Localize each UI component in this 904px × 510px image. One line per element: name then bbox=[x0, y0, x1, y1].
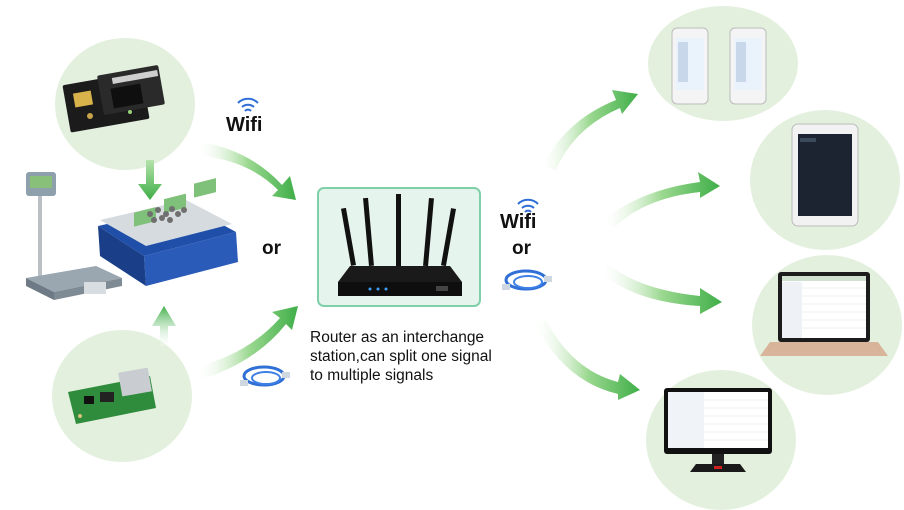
arrow-router-to-laptop bbox=[602, 264, 722, 314]
wifi-icon bbox=[517, 198, 539, 213]
arrow-router-to-phones bbox=[542, 90, 638, 170]
pcb-module-image bbox=[62, 65, 165, 133]
diagram-canvas bbox=[26, 27, 888, 472]
arrow-module-to-scale bbox=[152, 306, 176, 346]
phones-image bbox=[671, 27, 767, 105]
arrow-pcb-to-router bbox=[200, 142, 296, 200]
ethernet-cable-icon bbox=[502, 269, 552, 291]
ethernet-cable-icon bbox=[240, 365, 290, 387]
wifi-label-left: Wifi bbox=[226, 114, 263, 136]
monitor-image bbox=[664, 388, 772, 472]
wifi-icon bbox=[237, 97, 259, 112]
caption-line-2: station,can split one signal bbox=[310, 348, 492, 365]
caption-line-3: to multiple signals bbox=[310, 367, 434, 384]
tablet-image bbox=[791, 123, 859, 227]
arrow-module-to-router bbox=[200, 306, 298, 380]
wired-module-image bbox=[68, 367, 156, 424]
or-label-right: or bbox=[512, 238, 531, 259]
wifi-label-right: Wifi bbox=[500, 211, 537, 233]
caption-line-1: Router as an interchange bbox=[310, 329, 485, 346]
or-label-left: or bbox=[262, 238, 281, 259]
arrow-router-to-tablet bbox=[604, 172, 720, 228]
arrow-router-to-monitor bbox=[536, 320, 640, 400]
laptop-image bbox=[760, 272, 888, 356]
arrow-pcb-to-scale bbox=[138, 160, 162, 200]
weighing-scale-image bbox=[26, 172, 238, 300]
router-image bbox=[338, 194, 462, 296]
router-caption: Router as an interchange station,can spl… bbox=[310, 328, 570, 385]
